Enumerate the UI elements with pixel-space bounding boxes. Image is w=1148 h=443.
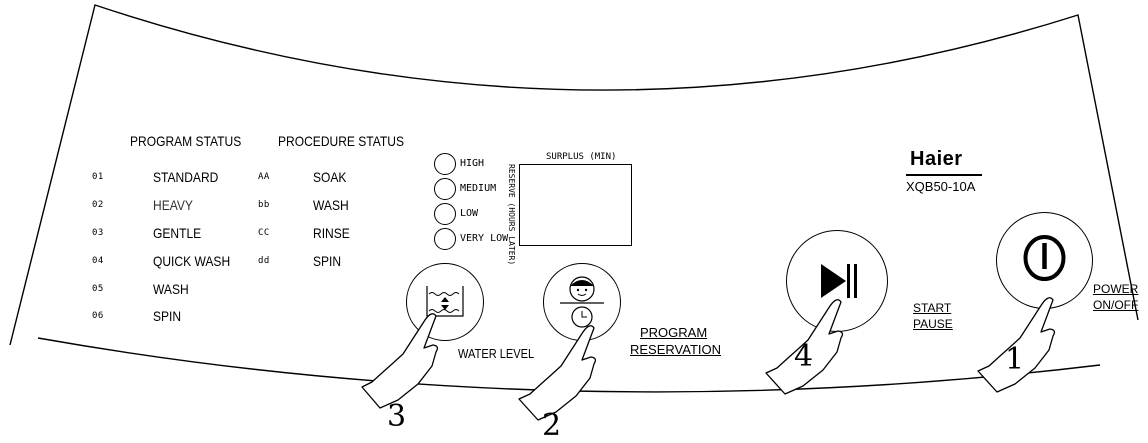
procedure-item-wash: WASH	[313, 197, 349, 213]
power-label: POWER	[1093, 282, 1139, 296]
procedure-code: bb	[258, 200, 270, 210]
indicator-circle	[434, 228, 456, 250]
program-reservation-button[interactable]	[543, 263, 621, 341]
procedure-item-rinse: RINSE	[313, 225, 350, 241]
procedure-item-soak: SOAK	[313, 169, 347, 185]
program-item-standard: STANDARD	[153, 169, 219, 185]
brand-underline	[906, 174, 982, 176]
procedure-status-header: PROCEDURE STATUS	[278, 133, 404, 149]
water-level-button[interactable]	[406, 263, 484, 341]
water-level-very-low-label: VERY LOW	[460, 233, 509, 244]
water-level-icon	[426, 286, 464, 317]
program-code: 03	[92, 228, 104, 238]
reservation-icon	[560, 276, 604, 328]
program-label: PROGRAM	[640, 325, 708, 340]
step-number-2: 2	[542, 408, 562, 443]
program-code: 04	[92, 256, 104, 266]
program-item-heavy: HEAVY	[153, 197, 193, 213]
power-button[interactable]	[996, 212, 1093, 309]
on-off-label: ON/OFF	[1093, 298, 1139, 312]
water-level-medium-label: MEDIUM	[460, 183, 497, 194]
display-screen	[519, 164, 632, 246]
start-pause-button[interactable]	[786, 230, 888, 332]
program-item-quick-wash: QUICK WASH	[153, 253, 231, 269]
start-label: START	[913, 301, 952, 315]
water-level-label: WATER LEVEL	[458, 346, 535, 361]
step-number-3: 3	[387, 399, 407, 434]
program-code: 05	[92, 284, 104, 294]
program-code: 01	[92, 172, 104, 182]
model-number: XQB50-10A	[906, 179, 976, 194]
power-icon	[1023, 235, 1066, 281]
reserve-label: RESERVE (HOURS LATER)	[507, 164, 516, 266]
play-pause-icon	[821, 264, 857, 298]
program-item-gentle: GENTLE	[153, 225, 202, 241]
program-code: 02	[92, 200, 104, 210]
program-code: 06	[92, 311, 104, 321]
program-item-spin: SPIN	[153, 308, 182, 324]
procedure-code: dd	[258, 256, 270, 266]
indicator-circle	[434, 203, 456, 225]
procedure-item-spin: SPIN	[313, 253, 342, 269]
pause-label: PAUSE	[913, 317, 953, 331]
brand-logo: Haier	[910, 148, 963, 170]
step-number-4: 4	[794, 339, 814, 374]
procedure-code: CC	[258, 228, 270, 238]
indicator-circle	[434, 153, 456, 175]
indicator-circle	[434, 178, 456, 200]
procedure-code: AA	[258, 172, 270, 182]
reservation-label: RESERVATION	[630, 342, 722, 357]
step-number-1: 1	[1005, 342, 1025, 377]
surplus-label: SURPLUS (MIN)	[546, 152, 617, 162]
water-level-low-label: LOW	[460, 208, 479, 219]
program-item-wash: WASH	[153, 281, 189, 297]
program-status-header: PROGRAM STATUS	[130, 133, 242, 149]
water-level-high-label: HIGH	[460, 158, 485, 169]
